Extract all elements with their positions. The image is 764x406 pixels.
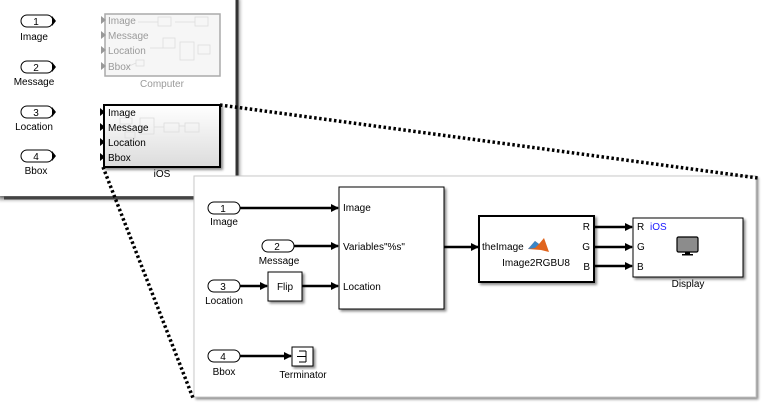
ios-port-message: Message <box>108 123 149 134</box>
detail-inport-1[interactable]: 1 Image <box>207 201 241 228</box>
display-input-b: B <box>637 262 644 273</box>
zoom-callout-lines <box>101 103 759 399</box>
function-output-g: G <box>582 242 590 253</box>
ios-port-image: Image <box>108 108 136 119</box>
terminator-block-name: Terminator <box>279 370 327 381</box>
inport-number: 1 <box>33 17 39 28</box>
ios-block-name: iOS <box>154 169 171 180</box>
ios-port-bbox: Bbox <box>108 153 131 164</box>
insert-text-block[interactable]: Image Variables"%s" Location <box>338 186 445 310</box>
ios-subsystem-block[interactable]: Image Message Location Bbox iOS <box>100 104 221 180</box>
computer-port-location: Location <box>108 46 146 57</box>
inport-number: 4 <box>33 152 39 163</box>
function-output-b: B <box>583 262 590 273</box>
display-input-r: R <box>637 222 644 233</box>
signal-lines <box>240 204 633 360</box>
inport-number: 4 <box>220 352 226 363</box>
matlab-logo-icon <box>528 238 549 252</box>
inport-label: Image <box>20 32 48 43</box>
inport-number: 1 <box>220 204 226 215</box>
top-level-model-panel: 1 Image 2 Message 3 Location 4 Bbox <box>0 0 239 200</box>
ios-port-location: Location <box>108 138 146 149</box>
function-input-label: theImage <box>482 242 524 253</box>
inport-label: Location <box>15 122 53 133</box>
function-output-r: R <box>583 222 590 233</box>
computer-block-name: Computer <box>140 79 185 90</box>
computer-subsystem-block[interactable]: Image Message Location Bbox Computer <box>101 13 221 90</box>
zoom-line-bottom <box>101 166 195 399</box>
subsystem-preview <box>124 16 211 69</box>
inport-label: Message <box>14 77 55 88</box>
display-input-g: G <box>637 242 645 253</box>
inport-number: 3 <box>220 282 226 293</box>
display-block-name: Display <box>672 279 705 290</box>
top-inport-1[interactable]: 1 Image <box>20 14 56 43</box>
top-inport-4[interactable]: 4 Bbox <box>20 149 56 177</box>
terminator-icon <box>297 350 307 363</box>
insert-port-location: Location <box>343 282 381 293</box>
inport-number: 2 <box>33 63 39 74</box>
computer-port-bbox: Bbox <box>108 62 131 73</box>
display-target-label: iOS <box>650 222 667 233</box>
flip-block-label: Flip <box>277 282 294 293</box>
inport-label: Message <box>259 256 300 267</box>
insert-port-image: Image <box>343 203 371 214</box>
inport-label: Location <box>205 296 243 307</box>
computer-port-image: Image <box>108 16 136 27</box>
inport-label: Image <box>210 217 238 228</box>
flip-block[interactable]: Flip <box>267 271 303 302</box>
monitor-icon <box>676 236 699 256</box>
top-inport-3[interactable]: 3 Location <box>15 105 56 133</box>
inport-label: Bbox <box>213 367 236 378</box>
inport-number: 3 <box>33 108 39 119</box>
ios-subsystem-detail-panel: 1 Image 2 Message 3 Location 4 Bbox Flip <box>193 175 757 398</box>
inport-label: Bbox <box>25 166 48 177</box>
computer-port-message: Message <box>108 31 149 42</box>
insert-port-variables: Variables"%s" <box>343 242 405 253</box>
subsystem-preview <box>119 117 200 139</box>
terminator-block[interactable]: Terminator <box>279 346 327 381</box>
zoom-line-top <box>219 103 759 180</box>
function-block-name: Image2RGBU8 <box>502 258 570 269</box>
image2rgbu8-block[interactable]: theImage Image2RGBU8 R G B <box>478 215 595 283</box>
inport-number: 2 <box>274 242 280 253</box>
display-block[interactable]: R G B iOS Display <box>632 217 744 290</box>
top-inport-2[interactable]: 2 Message <box>14 60 56 88</box>
